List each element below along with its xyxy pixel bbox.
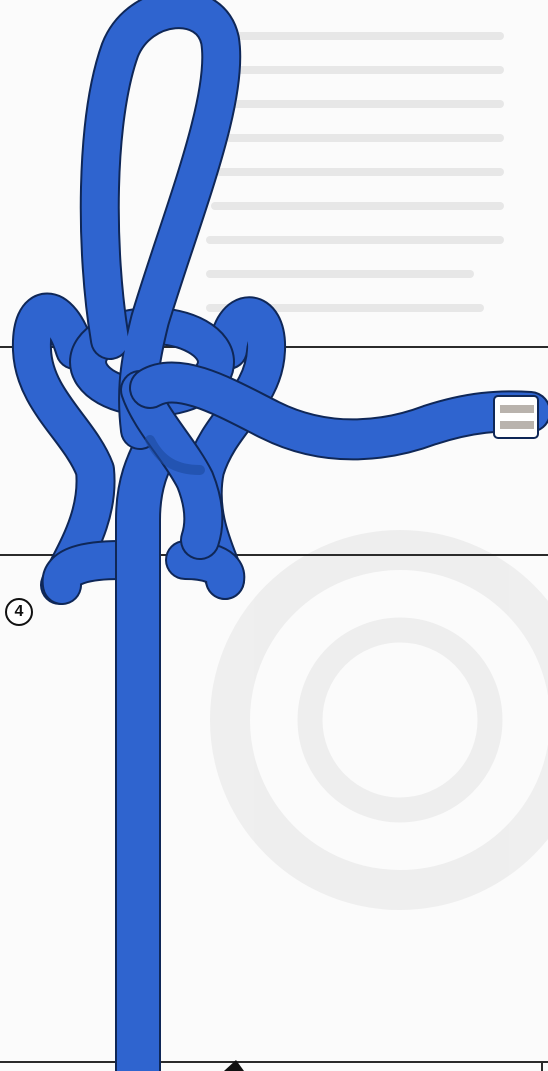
rope-end-whipping-icon <box>494 396 538 438</box>
standing-part <box>138 440 160 1071</box>
background-watermark <box>230 550 548 890</box>
background-text-lines <box>210 36 500 308</box>
step-number-badge: 4 <box>5 598 33 626</box>
